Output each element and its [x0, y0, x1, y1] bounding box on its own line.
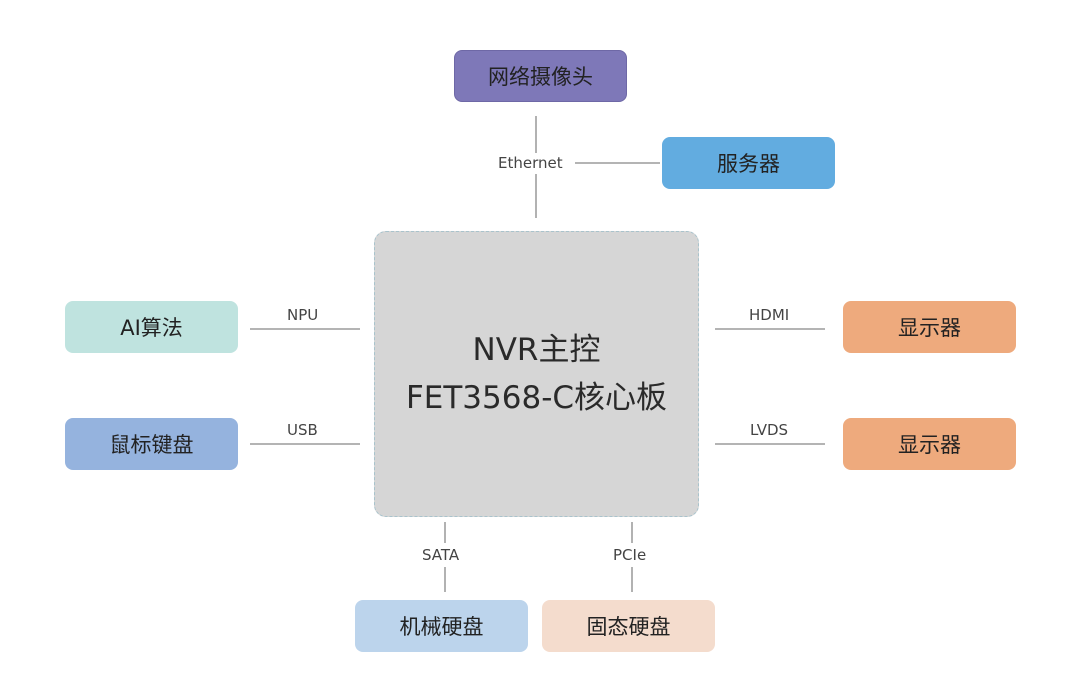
keyboard-box: 鼠标键盘	[65, 418, 238, 470]
hdd-box: 机械硬盘	[355, 600, 528, 652]
ssd-box: 固态硬盘	[542, 600, 715, 652]
display-hdmi-box: 显示器	[843, 301, 1016, 353]
ethernet-label: Ethernet	[494, 154, 567, 172]
core-title-line2: FET3568-C核心板	[405, 380, 668, 416]
pcie-label: PCIe	[609, 546, 651, 564]
npu-label: NPU	[283, 306, 323, 324]
usb-label: USB	[283, 421, 322, 439]
core-board: NVR主控 FET3568-C核心板	[374, 231, 699, 517]
camera-box: 网络摄像头	[454, 50, 627, 102]
core-title-line1: NVR主控	[472, 332, 601, 368]
hdmi-label: HDMI	[745, 306, 794, 324]
display-lvds-box: 显示器	[843, 418, 1016, 470]
lvds-label: LVDS	[746, 421, 793, 439]
server-box: 服务器	[662, 137, 835, 189]
sata-label: SATA	[418, 546, 464, 564]
ai-box: AI算法	[65, 301, 238, 353]
